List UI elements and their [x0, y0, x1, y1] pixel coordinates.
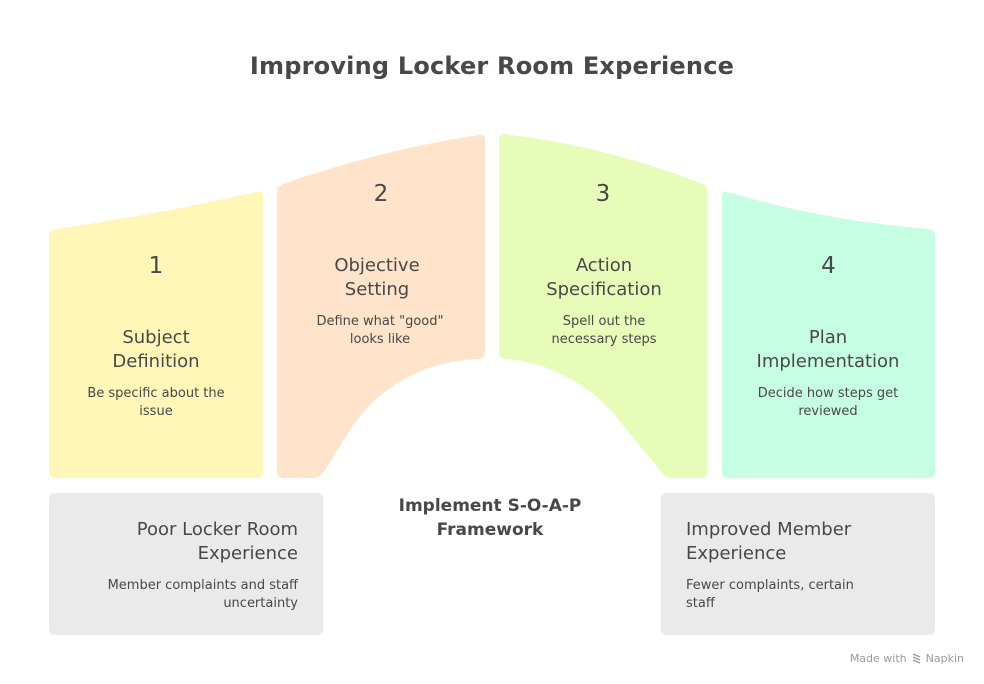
- step-1-heading: Subject Definition: [112, 327, 200, 372]
- step-4-number: 4: [821, 253, 836, 279]
- step-2-panel: [277, 134, 485, 478]
- end-box-heading: Improved Member Experience: [686, 519, 852, 564]
- step-2-description: Define what "good" looks like: [316, 314, 444, 347]
- step-2-heading: Objective Setting: [334, 255, 420, 300]
- step-3-number: 3: [595, 181, 611, 207]
- step-4-description: Decide how steps get reviewed: [757, 386, 899, 419]
- step-2-number: 2: [373, 181, 389, 207]
- step-4-heading: Plan Implementation: [756, 327, 900, 372]
- end-box-description: Fewer complaints, certain staff: [686, 578, 854, 611]
- end-box-bg: [661, 493, 935, 635]
- start-box-description: Member complaints and staff uncertainty: [107, 578, 298, 611]
- step-3-panel: [499, 134, 707, 478]
- diagram-title: Improving Locker Room Experience: [249, 52, 735, 80]
- napkin-watermark[interactable]: Made with Napkin: [850, 652, 964, 665]
- step-3-description: Spell out the necessary steps: [551, 314, 657, 347]
- step-3-heading: Action Specification: [546, 255, 662, 300]
- made-with-text: Made with: [849, 652, 907, 665]
- step-1-number: 1: [148, 253, 164, 279]
- start-box-heading: Poor Locker Room Experience: [136, 519, 298, 564]
- napkin-brand-text: Napkin: [925, 652, 964, 665]
- framework-label: Implement S-O-A-P Framework: [398, 496, 582, 540]
- step-4-panel: [722, 191, 935, 479]
- step-1-panel: [49, 191, 263, 479]
- step-1-description: Be specific about the issue: [87, 386, 225, 419]
- napkin-logo-icon: [912, 653, 920, 664]
- start-box-bg: [49, 493, 323, 635]
